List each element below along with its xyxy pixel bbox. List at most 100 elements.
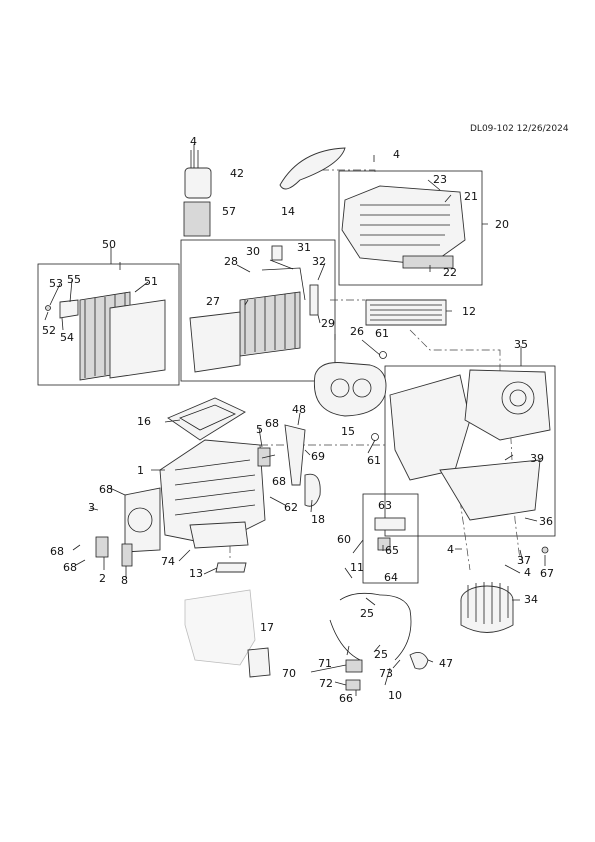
callout-1: 1 [137,464,144,477]
callout-29: 29 [321,317,335,330]
callout-70: 70 [282,667,296,680]
callout-8: 8 [121,574,128,587]
callout-17: 17 [260,621,274,634]
callout-68: 68 [99,483,113,496]
callout-61: 61 [367,454,381,467]
recirc-door-housing [464,369,551,441]
callout-54: 54 [60,331,74,344]
callout-31: 31 [297,241,311,254]
cover-16 [167,397,246,441]
callout-35: 35 [514,338,528,351]
actuator-5 [257,447,271,467]
heater-core-group-box [180,239,336,382]
linkage-22 [402,255,454,269]
callout-13: 13 [189,567,203,580]
callout-25: 25 [360,607,374,620]
mode-door-group-box [338,170,483,286]
heater-seal-27 [189,311,241,373]
callout-28: 28 [224,255,238,268]
blower-housing-group-box [384,365,556,537]
lower-case-39 [439,459,541,521]
actuator-63 [374,517,406,531]
callout-4: 4 [447,543,454,556]
seal-18 [304,473,321,507]
blower-housing-35 [389,374,471,481]
callout-47: 47 [439,657,453,670]
callout-34: 34 [524,593,538,606]
callout-2: 2 [99,572,106,585]
sensor-47 [409,651,429,670]
callout-52: 52 [42,324,56,337]
callout-68: 68 [272,475,286,488]
duct-15 [313,362,387,417]
callout-68: 68 [50,545,64,558]
callout-10: 10 [388,689,402,702]
callout-66: 66 [339,692,353,705]
evaporator-seal-51 [109,299,166,379]
mode-door-assembly-20 [341,185,466,266]
callout-16: 16 [137,415,151,428]
bracket-42 [184,167,212,199]
callout-62: 62 [284,501,298,514]
evaporator-group-box [37,263,180,386]
heater-core [239,291,301,357]
link-rod-48 [284,424,306,486]
callout-37: 37 [517,554,531,567]
callout-73: 73 [379,667,393,680]
callout-12: 12 [462,305,476,318]
seal-17 [247,647,271,678]
callout-65: 65 [385,544,399,557]
callout-42: 42 [230,167,244,180]
callout-61: 61 [375,327,389,340]
callout-5: 5 [256,423,263,436]
callout-21: 21 [464,190,478,203]
actuator-8 [121,543,133,567]
seal-13 [215,562,247,573]
module-72 [345,679,361,691]
cabin-filter-12 [365,299,447,326]
callout-30: 30 [246,245,260,258]
callout-69: 69 [311,450,325,463]
callout-51: 51 [144,275,158,288]
callout-3: 3 [88,501,95,514]
callout-53: 53 [49,277,63,290]
callout-4: 4 [393,148,400,161]
callout-4: 4 [190,135,197,148]
callout-25: 25 [374,648,388,661]
alignment-line [509,419,521,561]
side-cover [124,487,161,553]
callout-55: 55 [67,273,81,286]
actuator-2 [95,536,109,558]
module-71 [345,659,363,673]
diagram-id: DL09-102 12/26/2024 [470,124,569,134]
callout-23: 23 [433,173,447,186]
callout-39: 39 [530,452,544,465]
expansion-valve-53 [59,299,79,319]
callout-64: 64 [384,571,398,584]
duct-seal-14 [279,147,346,190]
callout-36: 36 [539,515,553,528]
callout-18: 18 [311,513,325,526]
callout-63: 63 [378,499,392,512]
callout-15: 15 [341,425,355,438]
duct-reference-ghost [184,589,256,666]
callout-14: 14 [281,205,295,218]
callout-27: 27 [206,295,220,308]
callout-67: 67 [540,567,554,580]
callout-68: 68 [265,417,279,430]
hvac-case-1 [159,439,266,546]
actuator-group-box [362,493,419,584]
callout-22: 22 [443,266,457,279]
callout-48: 48 [292,403,306,416]
alignment-line [409,329,501,380]
callout-32: 32 [312,255,326,268]
callout-74: 74 [161,555,175,568]
callout-71: 71 [318,657,332,670]
wiring-harness-11 [339,592,412,661]
callout-68: 68 [63,561,77,574]
callout-4: 4 [524,566,531,579]
callout-57: 57 [222,205,236,218]
callout-72: 72 [319,677,333,690]
